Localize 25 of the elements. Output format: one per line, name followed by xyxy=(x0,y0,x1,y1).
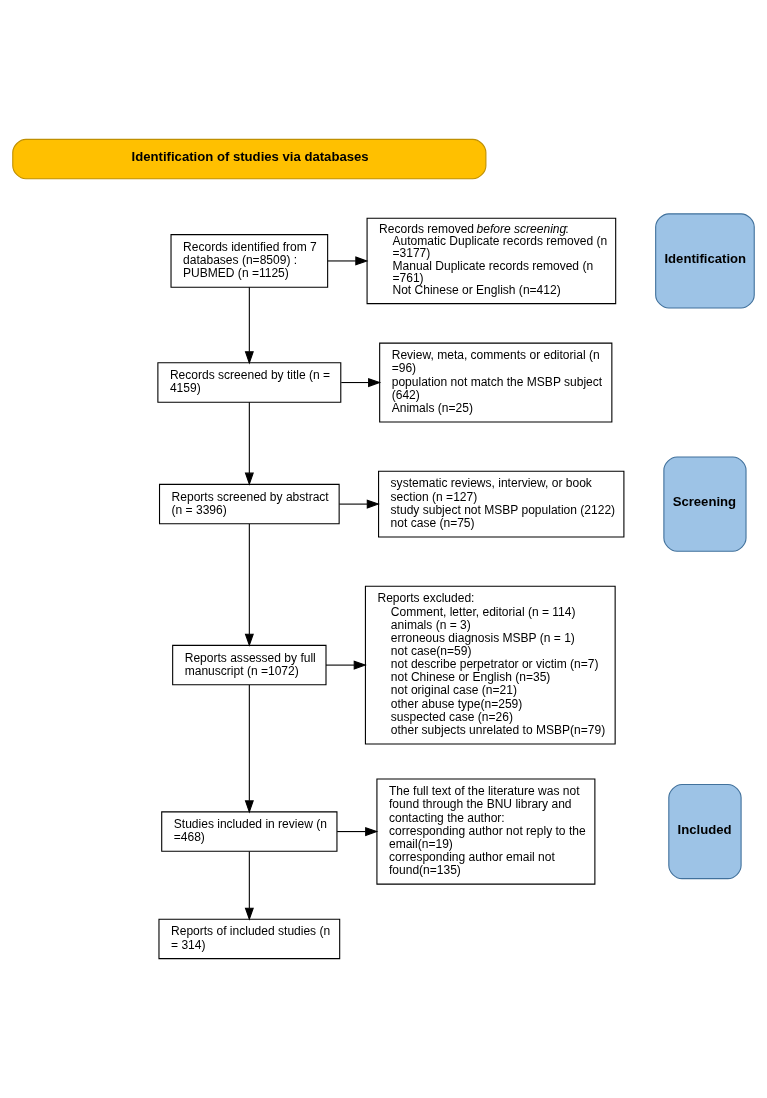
arrow xyxy=(325,660,367,670)
node-box: Screening xyxy=(663,456,747,552)
node-box: Included xyxy=(668,783,742,880)
node-box: Identification xyxy=(655,213,755,309)
node-box: Records identified from 7 databases (n=8509) : PUBMED (n =1125) xyxy=(170,234,329,288)
node-box: Reports assessed by full manuscript (n =1072) xyxy=(172,644,327,686)
node-box: Identification of studies via databases xyxy=(12,138,487,180)
arrow xyxy=(336,826,379,837)
node-box: Reports excluded: Comment, letter, editorial (n = 114) animals (n = 3) erroneous diagnosis MSBP (n = 1) not case(n=59) not describe perpetrator or victim (n=7) not Chinese or English (n=35) not original case (n=21) other abuse type(n=259) suspected case (n=26) other subjects unrelated to MSBP(n=79) xyxy=(364,585,616,745)
node-box: Review, meta, comments or editorial (n =96) population not match the MSBP subject (642) Animals (n=25) xyxy=(379,342,613,423)
node-box: Records screened by title (n = 4159) xyxy=(157,362,342,403)
node-box: Reports of included studies (n = 314) xyxy=(158,918,341,960)
arrow xyxy=(340,377,382,388)
arrow xyxy=(244,850,254,921)
node-box: Studies included in review (n =468) xyxy=(161,811,338,852)
arrow xyxy=(244,401,254,486)
node-box: The full text of the literature was not found through the BNU library and contacting the author: corresponding author not reply to the email(n=19) corresponding author email not found(n=135) xyxy=(376,778,596,885)
node-box: Records removed before screening: Automatic Duplicate records removed (n =3177) Manual Duplicate records removed (n =761) Not Chinese or English (n=412) xyxy=(366,217,617,305)
arrow xyxy=(244,684,254,814)
node-box: Reports screened by abstract (n = 3396) xyxy=(158,483,340,525)
node-box: systematic reviews, interview, or book section (n =127) study subject not MSBP population (2122) not case (n=75) xyxy=(378,470,625,538)
arrow xyxy=(338,499,380,509)
arrow xyxy=(327,256,369,266)
arrow xyxy=(244,286,254,365)
arrow xyxy=(244,523,254,647)
